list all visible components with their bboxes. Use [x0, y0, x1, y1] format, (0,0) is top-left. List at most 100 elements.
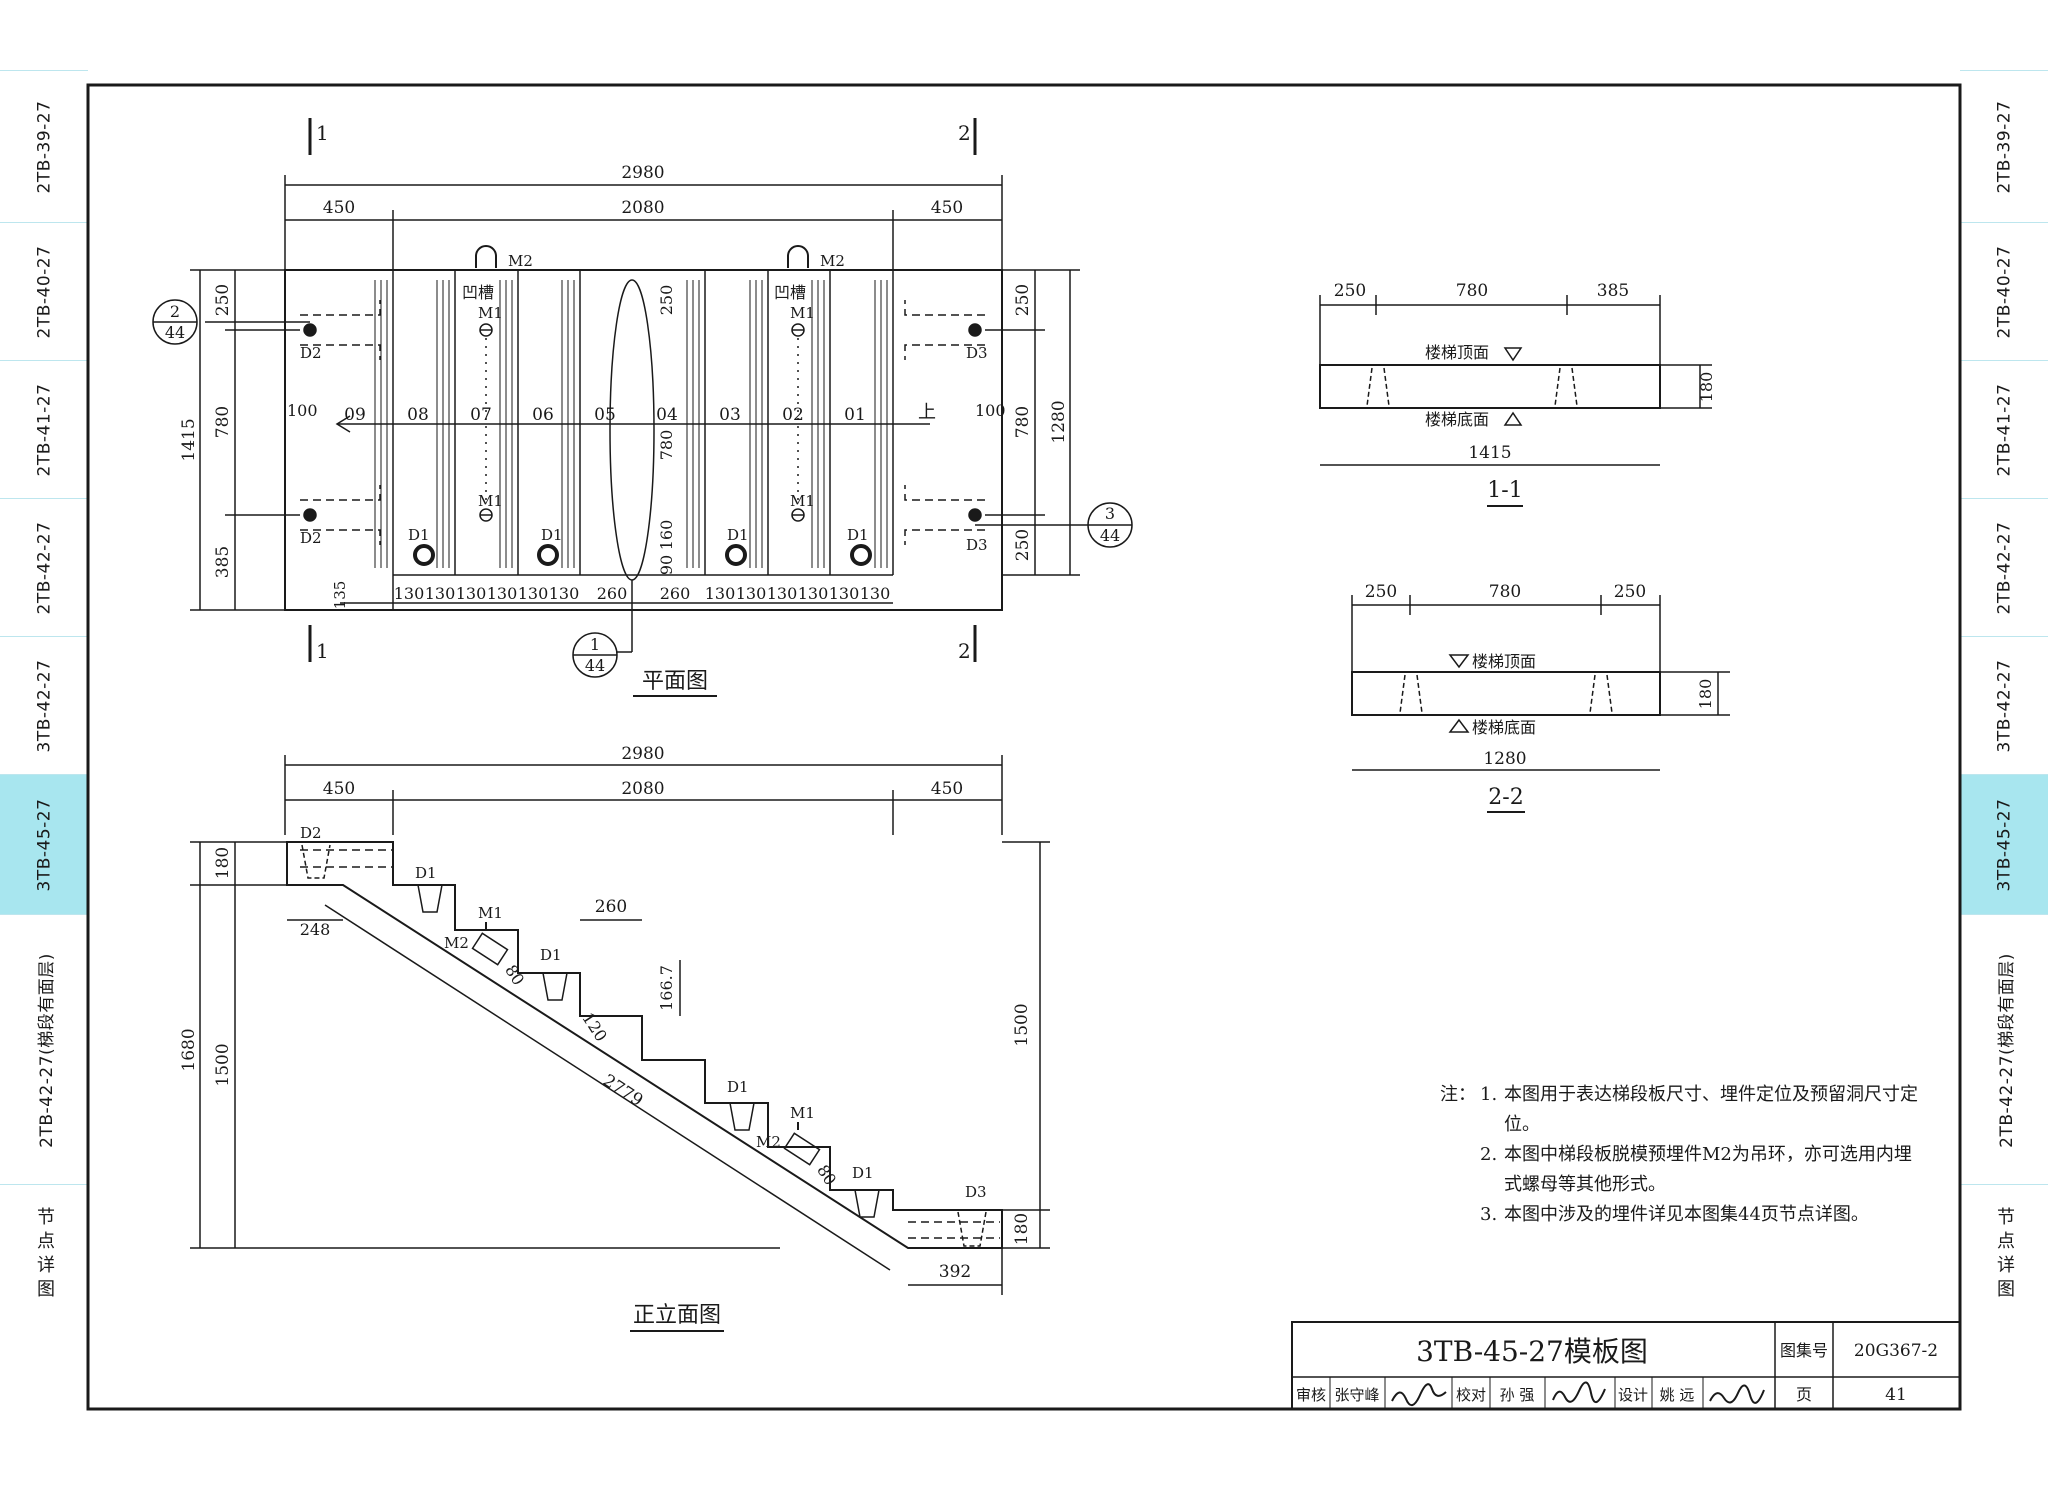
plan-label-d2b: D2: [300, 529, 322, 547]
notes-label: 注：: [1440, 1084, 1476, 1105]
plan-label-d2a: D2: [300, 344, 322, 362]
right-tab-3tb-45[interactable]: 3TB-45-27: [1960, 774, 2048, 915]
s11-dim-1: 250: [1334, 281, 1366, 301]
elev-label-d3: D3: [965, 1183, 987, 1201]
tab-label: 节点详图: [34, 1207, 55, 1303]
plan-dim-100-left: 100: [287, 401, 318, 420]
plan-dim-right-total: 1280: [1049, 400, 1069, 443]
step-label-02: 02: [782, 405, 804, 425]
callout-bottom: 44: [1100, 526, 1120, 545]
note-number: 3.: [1480, 1204, 1498, 1225]
plan-label-d3a: D3: [966, 344, 988, 362]
elev-d1-holes: [417, 884, 880, 1218]
plan-bottom-dim-12: 130: [798, 584, 829, 603]
plan-title: 平面图: [642, 669, 708, 694]
elev-dim-1500-right: 1500: [1012, 1003, 1032, 1046]
plan-bottom-dim-6: 130: [549, 584, 580, 603]
right-tab-2tb-41[interactable]: 2TB-41-27: [1960, 360, 2048, 499]
drawing-title: 3TB-45-27模板图: [1416, 1335, 1648, 1368]
section-mark-1-bottom: 1: [316, 639, 329, 663]
right-tab-2tb-39[interactable]: 2TB-39-27: [1960, 70, 2048, 223]
callout-3-44[interactable]: 3 44: [1087, 502, 1133, 548]
plan-bottom-dim-3: 130: [456, 584, 487, 603]
callout-top: 2: [170, 302, 180, 321]
plan-label-m2b: M2: [820, 252, 845, 270]
plan-label-d3b: D3: [966, 536, 988, 554]
plan-dim-right-top: 250: [1013, 284, 1033, 316]
callout-2-44[interactable]: 2 44: [152, 299, 198, 345]
elev-dim-1500-left: 1500: [213, 1043, 233, 1086]
reviewer-signature: [1391, 1383, 1447, 1406]
tab-label: 节点详图: [1994, 1207, 2015, 1303]
step-label-01: 01: [844, 405, 866, 425]
note-text: 本图中梯段板脱模预埋件M2为吊环，亦可选用内埋式螺母等其他形式。: [1504, 1144, 1912, 1195]
checker-label: 校对: [1456, 1386, 1486, 1404]
left-tab-2tb-40[interactable]: 2TB-40-27: [0, 222, 88, 361]
plan-bottom-dim-4: 130: [487, 584, 518, 603]
plan-groove-label-right: 凹槽: [774, 283, 806, 302]
note-3: 3. 本图中涉及的埋件详见本图集44页节点详图。: [1440, 1200, 1920, 1230]
checker-signature: [1552, 1381, 1606, 1403]
plan-dim-left-total: 1415: [179, 418, 199, 461]
plan-dim-right: 450: [931, 198, 963, 218]
plan-embed-d2-d3: [300, 300, 985, 545]
callout-bottom: 44: [585, 656, 605, 675]
elev-label-d2: D2: [300, 824, 322, 842]
elev-dim-middle: 2080: [621, 779, 664, 799]
plan-dim-left-mid: 780: [213, 406, 233, 438]
plan-bottom-dim-5: 130: [518, 584, 549, 603]
elev-label-d1d: D1: [852, 1164, 874, 1182]
elevation-title: 正立面图: [633, 1303, 721, 1328]
plan-label-d1b: D1: [541, 526, 563, 544]
left-tab-2tb-42[interactable]: 2TB-42-27: [0, 498, 88, 637]
plan-dim-135: 135: [331, 581, 349, 610]
left-tab-2tb-39[interactable]: 2TB-39-27: [0, 70, 88, 223]
left-tab-2tb-42-surface[interactable]: 2TB-42-27(梯段有面层): [0, 914, 88, 1185]
plan-label-d1c: D1: [727, 526, 749, 544]
plan-dim-total: 2980: [621, 163, 664, 183]
plan-bottom-dim-9: 130: [705, 584, 736, 603]
plan-label-m1a: M1: [478, 304, 503, 322]
left-tab-3tb-45[interactable]: 3TB-45-27: [0, 774, 88, 915]
elev-label-m1a: M1: [478, 904, 503, 922]
elev-dim-392: 392: [939, 1262, 971, 1282]
reviewer-name: 张守峰: [1334, 1386, 1379, 1404]
plan-label-m2a: M2: [508, 252, 533, 270]
designer-label: 设计: [1618, 1386, 1648, 1404]
left-tab-node-detail[interactable]: 节点详图: [0, 1184, 88, 1325]
s11-bottom-dim: 1415: [1468, 443, 1511, 463]
drawing-notes: 注： 1. 本图用于表达梯段板尺寸、埋件定位及预留洞尺寸定位。 2. 本图中梯段…: [1440, 1080, 1920, 1230]
callout-1-44[interactable]: 1 44: [572, 632, 618, 678]
plan-d1-holes: [413, 544, 872, 566]
s22-bottom-dim: 1280: [1483, 749, 1526, 769]
plan-slab-outline: [284, 269, 1003, 611]
plan-bottom-dim-10: 130: [736, 584, 767, 603]
plan-bottom-dim-13: 130: [829, 584, 860, 603]
right-tab-2tb-42[interactable]: 2TB-42-27: [1960, 498, 2048, 637]
s11-thickness: 180: [1697, 372, 1716, 403]
stair-profile: [286, 841, 1003, 1249]
plan-dim-right-bottom: 250: [1013, 529, 1033, 561]
s22-title: 2-2: [1488, 785, 1523, 810]
plan-up-label: 上: [918, 402, 936, 423]
plan-bottom-dim-1: 130: [394, 584, 425, 603]
elev-label-m1b: M1: [790, 1104, 815, 1122]
plan-m1-markers: [479, 323, 805, 522]
note-2: 2. 本图中梯段板脱模预埋件M2为吊环，亦可选用内埋式螺母等其他形式。: [1440, 1140, 1920, 1200]
page-number: 41: [1885, 1385, 1907, 1405]
elev-dim-80a: 80: [501, 961, 528, 988]
right-tab-3tb-42[interactable]: 3TB-42-27: [1960, 636, 2048, 775]
plan-bottom-dim-14: 130: [860, 584, 891, 603]
note-1: 注： 1. 本图用于表达梯段板尺寸、埋件定位及预留洞尺寸定位。: [1440, 1080, 1920, 1140]
right-tab-2tb-42-surface[interactable]: 2TB-42-27(梯段有面层): [1960, 914, 2048, 1185]
step-label-03: 03: [719, 405, 741, 425]
right-tab-2tb-40[interactable]: 2TB-40-27: [1960, 222, 2048, 361]
atlas-label: 图集号: [1780, 1341, 1828, 1360]
left-tab-2tb-41[interactable]: 2TB-41-27: [0, 360, 88, 499]
plan-bottom-dim-2: 130: [425, 584, 456, 603]
plan-label-m1b: M1: [478, 492, 503, 510]
right-tab-node-detail[interactable]: 节点详图: [1960, 1184, 2048, 1325]
left-tab-3tb-42[interactable]: 3TB-42-27: [0, 636, 88, 775]
callout-bottom: 44: [165, 323, 185, 342]
